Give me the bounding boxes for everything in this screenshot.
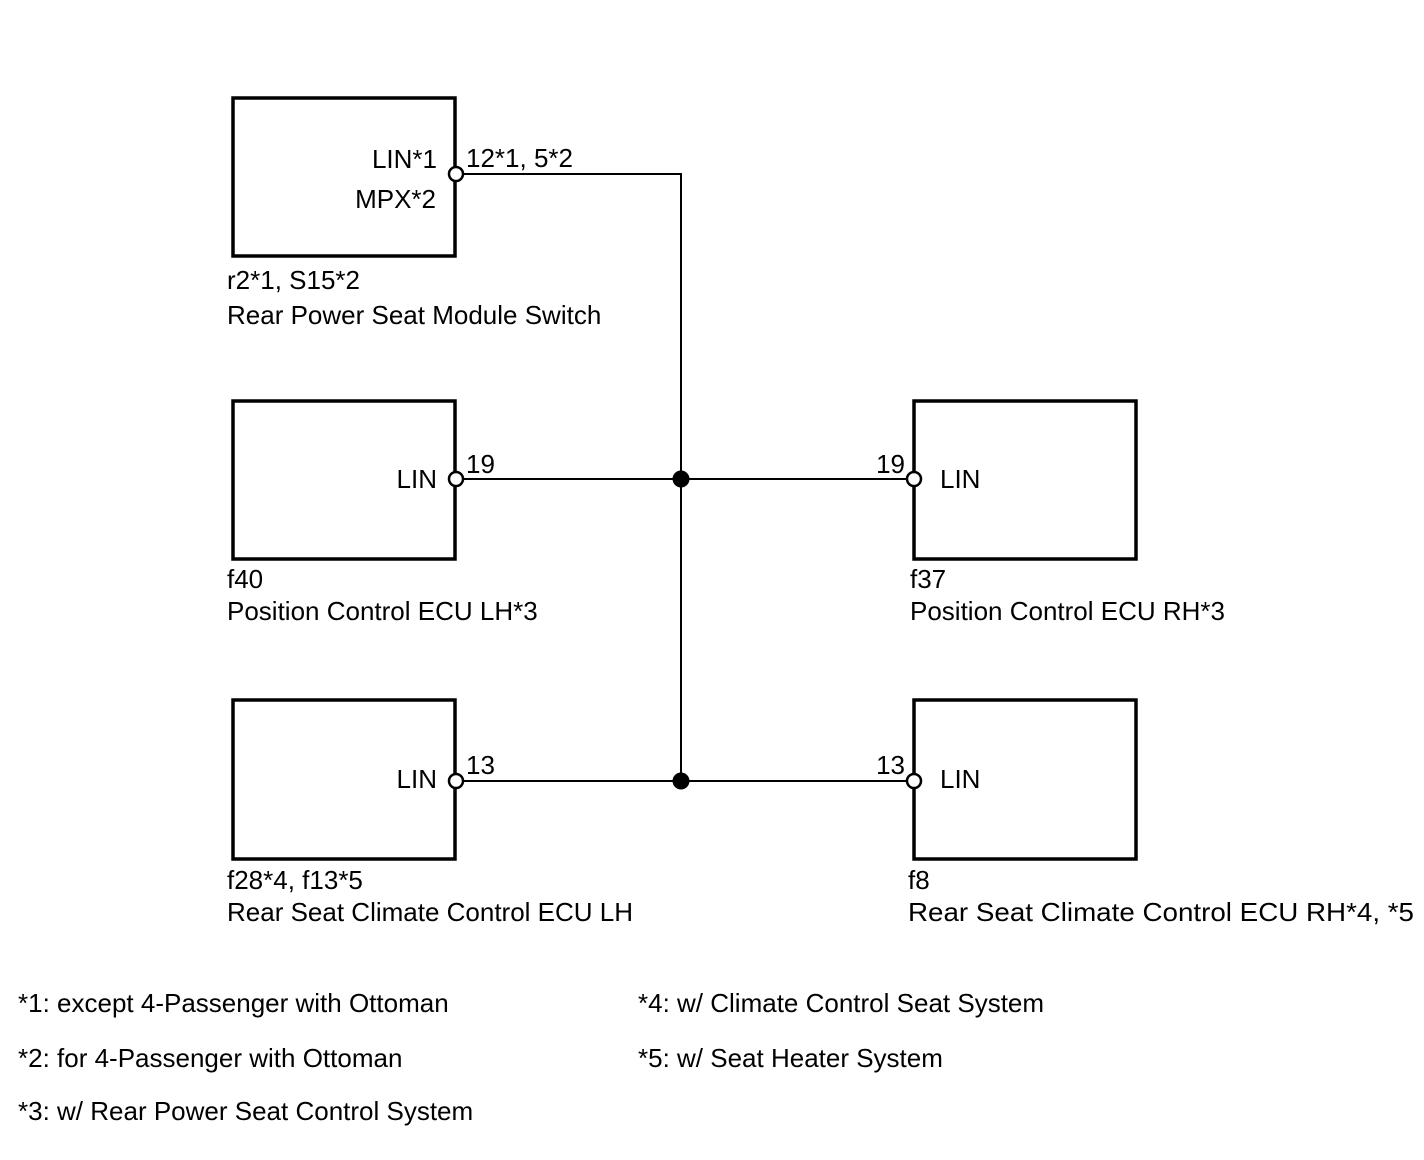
climate-ecu-lh-pin-number: 13 [466, 750, 495, 780]
wires [456, 173, 914, 782]
climate-ecu-rh-connector-code: f8 [908, 865, 930, 895]
position-ecu-rh-terminal [905, 470, 923, 488]
climate-ecu-rh-pin-number: 13 [876, 750, 905, 780]
component-position-ecu-lh: LIN 19 f40 Position Control ECU LH*3 [227, 399, 538, 626]
climate-ecu-lh-box [231, 698, 457, 861]
footnote-3: *3: w/ Rear Power Seat Control System [18, 1096, 473, 1126]
position-ecu-lh-pin-number: 19 [466, 449, 495, 479]
climate-ecu-lh-connector-code: f28*4, f13*5 [227, 865, 363, 895]
component-climate-ecu-rh: LIN 13 f8 Rear Seat Climate Control ECU … [876, 698, 1414, 927]
wire-switch-to-bus [456, 173, 682, 781]
position-ecu-rh-pin-label: LIN [940, 464, 980, 494]
splice-junction-upper [672, 470, 690, 488]
module-switch-name: Rear Power Seat Module Switch [227, 300, 601, 330]
footnote-1: *1: except 4-Passenger with Ottoman [18, 988, 449, 1018]
module-switch-pin-label-lin: LIN*1 [372, 144, 437, 174]
position-ecu-lh-name: Position Control ECU LH*3 [227, 596, 538, 626]
climate-ecu-rh-pin-label: LIN [940, 764, 980, 794]
position-ecu-lh-terminal [447, 470, 465, 488]
position-ecu-rh-connector-code: f37 [910, 564, 946, 594]
component-position-ecu-rh: LIN 19 f37 Position Control ECU RH*3 [876, 399, 1225, 626]
position-ecu-rh-name: Position Control ECU RH*3 [910, 596, 1225, 626]
module-switch-pin-number: 12*1, 5*2 [466, 143, 573, 173]
position-ecu-lh-box [231, 399, 457, 561]
footnotes: *1: except 4-Passenger with Ottoman *2: … [18, 988, 1044, 1126]
footnote-2: *2: for 4-Passenger with Ottoman [18, 1043, 402, 1073]
climate-ecu-lh-terminal [447, 772, 465, 790]
climate-ecu-rh-name: Rear Seat Climate Control ECU RH*4, *5 [908, 897, 1414, 927]
component-module-switch: LIN*1 MPX*2 12*1, 5*2 r2*1, S15*2 Rear P… [227, 96, 601, 330]
module-switch-box [231, 96, 457, 258]
position-ecu-rh-pin-number: 19 [876, 449, 905, 479]
footnote-5: *5: w/ Seat Heater System [638, 1043, 943, 1073]
component-climate-ecu-lh: LIN 13 f28*4, f13*5 Rear Seat Climate Co… [227, 698, 633, 927]
splice-junction-lower [672, 772, 690, 790]
climate-ecu-rh-terminal [905, 772, 923, 790]
climate-ecu-lh-name: Rear Seat Climate Control ECU LH [227, 897, 633, 927]
footnote-4: *4: w/ Climate Control Seat System [638, 988, 1044, 1018]
module-switch-connector-code: r2*1, S15*2 [227, 265, 360, 295]
position-ecu-lh-connector-code: f40 [227, 564, 263, 594]
module-switch-pin-label-mpx: MPX*2 [355, 184, 436, 214]
position-ecu-lh-pin-label: LIN [397, 464, 437, 494]
module-switch-terminal [447, 165, 465, 183]
climate-ecu-lh-pin-label: LIN [397, 764, 437, 794]
climate-ecu-rh-box [912, 698, 1138, 861]
